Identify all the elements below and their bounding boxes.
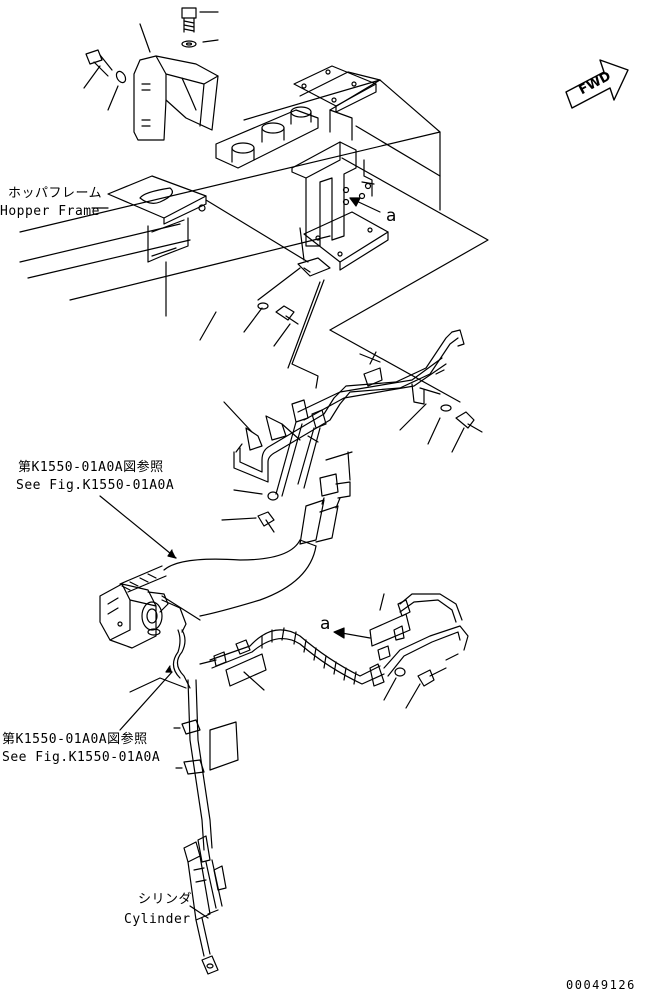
leader-line <box>243 671 265 691</box>
hopper-frame-bracket <box>91 175 207 317</box>
see-fig-label-2-en: See Fig.K1550-01A0A <box>2 750 161 765</box>
bolt-washer-lower-right <box>383 653 459 709</box>
leader-line <box>119 671 173 731</box>
cylinder-label-jp: シリンダ <box>138 892 193 907</box>
fwd-arrow-icon <box>565 59 629 109</box>
left-bolt-icon <box>83 49 127 111</box>
hydraulic-pump <box>99 583 187 649</box>
drawing-code: 00049126 <box>566 978 636 992</box>
frame-beam <box>19 71 441 301</box>
hose-clip-upper <box>297 227 331 277</box>
see-fig-label-1-en: See Fig.K1550-01A0A <box>16 478 175 493</box>
view-arrow-a-top <box>349 197 381 213</box>
leader-arrowhead <box>167 549 177 559</box>
bolt-washer-right <box>399 403 483 453</box>
pipe-clamp <box>359 351 383 387</box>
hose-from-pump <box>172 629 191 689</box>
leader-arrowhead <box>165 665 173 673</box>
see-fig-label-1-jp: 第K1550-01A0A図参照 <box>18 460 164 475</box>
hopper-frame-label-jp: ホッパフレーム <box>8 186 103 201</box>
washer-left <box>233 489 279 501</box>
pipe-assembly <box>233 329 465 483</box>
bracket-top <box>133 23 219 141</box>
leader-line <box>329 157 489 331</box>
leader-line <box>189 905 209 919</box>
hose-upper <box>287 279 325 389</box>
see-fig-label-2-jp: 第K1550-01A0A図参照 <box>2 732 148 747</box>
hopper-frame-label-en: Hopper Frame <box>0 204 100 219</box>
right-pipe <box>369 593 469 687</box>
pump-mount-plate <box>215 106 319 169</box>
view-marker-bottom: a <box>320 614 331 634</box>
bolt-left <box>221 511 275 533</box>
support-post <box>291 141 389 271</box>
hydraulic-cylinder <box>183 841 219 975</box>
leader-line <box>379 593 385 611</box>
view-marker-top: a <box>386 206 397 226</box>
leader-line <box>257 267 301 301</box>
plate-boxes <box>209 613 411 771</box>
leader-line <box>99 495 177 559</box>
cylinder-label-en: Cylinder <box>124 912 191 927</box>
view-arrow-a-bottom <box>333 627 371 639</box>
cover-plate <box>293 65 377 113</box>
leader-line <box>129 677 187 693</box>
hose-fittings-upper <box>223 399 327 497</box>
bolt-washer-mid <box>243 302 299 347</box>
leader-line <box>205 199 309 263</box>
top-bolt-icon <box>181 7 219 48</box>
hose-pair <box>299 451 353 545</box>
hose-lower <box>197 835 227 909</box>
leader-line <box>329 329 461 403</box>
hose-vertical <box>173 679 213 851</box>
leader-line <box>199 311 217 341</box>
armored-hose <box>199 627 385 685</box>
hose-to-pump <box>119 539 317 621</box>
